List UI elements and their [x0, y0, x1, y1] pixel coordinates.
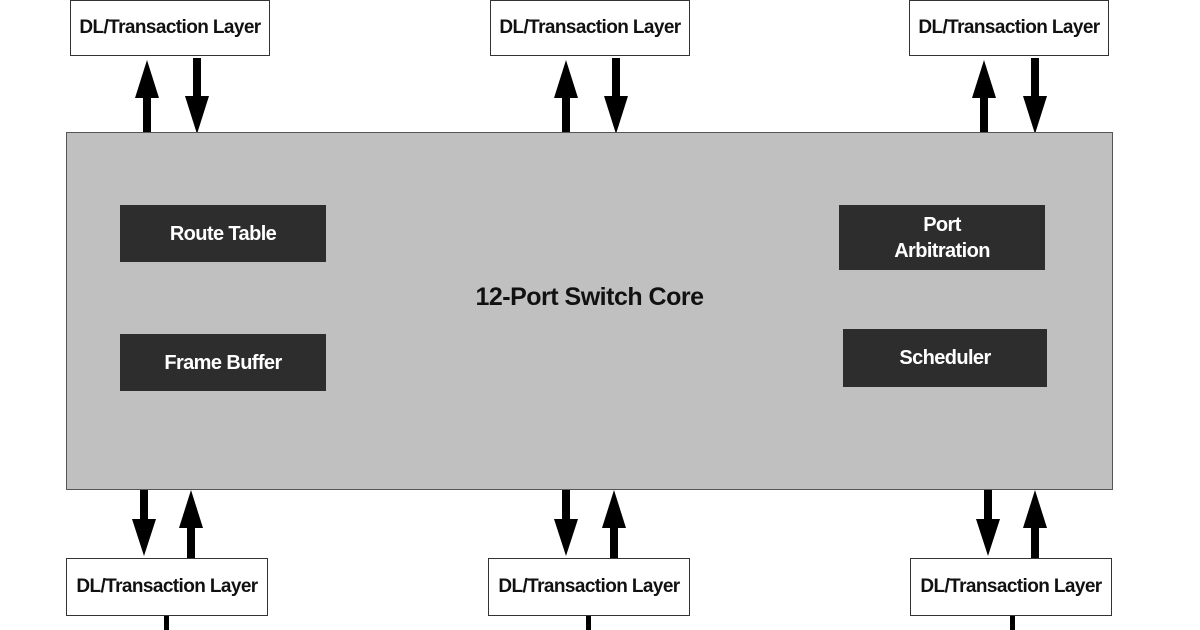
- arrow-down: [554, 489, 578, 556]
- arrow-down: [1023, 58, 1047, 134]
- arrow-up: [554, 60, 578, 138]
- switch-core: 12-Port Switch Core Route Table Frame Bu…: [66, 132, 1113, 490]
- layer-label: DL/Transaction Layer: [498, 576, 680, 597]
- layer-label: DL/Transaction Layer: [918, 17, 1100, 38]
- top-layer-box-3: DL/Transaction Layer: [909, 0, 1109, 56]
- arrow-down: [604, 58, 628, 134]
- arrow-down: [185, 58, 209, 134]
- bottom-layer-box-1: DL/Transaction Layer: [66, 558, 268, 616]
- port-arbitration-label: Port Arbitration: [894, 213, 990, 262]
- layer-label: DL/Transaction Layer: [499, 17, 681, 38]
- bottom-layer-box-2: DL/Transaction Layer: [488, 558, 690, 616]
- scheduler-label: Scheduler: [899, 347, 991, 369]
- frame-buffer-block: Frame Buffer: [120, 334, 326, 391]
- frame-buffer-label: Frame Buffer: [164, 351, 282, 374]
- layer-label: DL/Transaction Layer: [76, 576, 258, 597]
- route-table-label: Route Table: [169, 222, 277, 245]
- connector-stub: [1010, 616, 1015, 630]
- arrow-up: [602, 490, 626, 558]
- connector-stub: [586, 616, 591, 630]
- arrow-up: [972, 60, 996, 138]
- core-title: 12-Port Switch Core: [475, 283, 704, 311]
- connector-stub: [164, 616, 169, 630]
- arrow-down: [132, 489, 156, 556]
- arrow-down: [976, 489, 1000, 556]
- top-layer-box-2: DL/Transaction Layer: [490, 0, 690, 56]
- route-table-block: Route Table: [120, 205, 326, 262]
- port-arbitration-block: Port Arbitration: [839, 205, 1045, 270]
- top-layer-box-1: DL/Transaction Layer: [70, 0, 270, 56]
- scheduler-block: Scheduler: [843, 329, 1047, 387]
- layer-label: DL/Transaction Layer: [79, 17, 261, 38]
- layer-label: DL/Transaction Layer: [920, 576, 1102, 597]
- arrow-up: [179, 490, 203, 558]
- bottom-layer-box-3: DL/Transaction Layer: [910, 558, 1112, 616]
- arrow-up: [1023, 490, 1047, 558]
- arrow-up: [135, 60, 159, 138]
